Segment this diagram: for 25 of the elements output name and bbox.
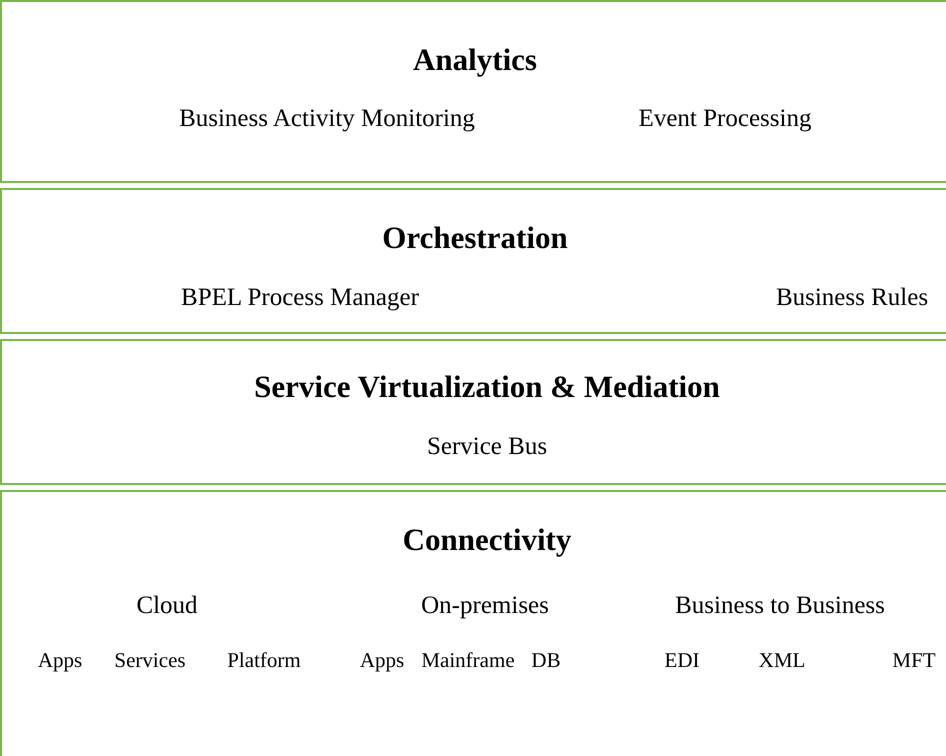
component-label: MFT <box>892 648 936 672</box>
component-label: EDI <box>664 648 700 672</box>
component-label: DB <box>531 648 561 672</box>
component-label: Apps <box>360 648 404 672</box>
layer-band <box>0 339 946 485</box>
layer-band <box>0 490 946 756</box>
layer-title: Orchestration <box>382 220 568 256</box>
component-label: Mainframe <box>421 648 515 672</box>
component-label: XML <box>758 648 806 672</box>
layer-band <box>0 188 946 334</box>
group-label: Event Processing <box>638 105 812 134</box>
layer-title: Service Virtualization & Mediation <box>254 369 720 405</box>
group-label: Business Activity Monitoring <box>179 105 475 134</box>
group-label: Service Bus <box>426 433 548 462</box>
group-label: BPEL Process Manager <box>181 284 419 313</box>
group-label: Business to Business <box>675 592 885 621</box>
component-label: Services <box>114 648 186 672</box>
component-label: Apps <box>38 648 82 672</box>
group-label: Business Rules <box>776 284 928 313</box>
layer-title: Connectivity <box>402 522 572 558</box>
layer-band <box>0 0 946 183</box>
group-label: Cloud <box>136 592 198 621</box>
component-label: Platform <box>227 648 301 672</box>
group-label: On-premises <box>421 592 549 621</box>
layer-title: Analytics <box>413 42 537 78</box>
